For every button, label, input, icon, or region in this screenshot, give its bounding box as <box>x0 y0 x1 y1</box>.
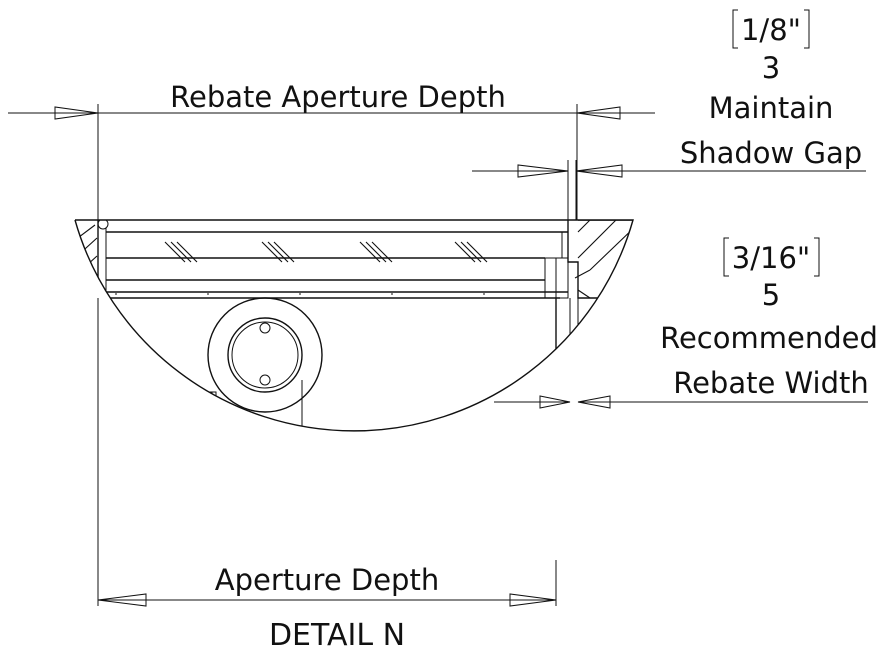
bracket-left-shadow <box>732 9 738 49</box>
aperture-depth-label: Aperture Depth <box>215 563 439 597</box>
detail-title: DETAIL N <box>269 618 405 653</box>
left-frame-hatch <box>75 224 98 293</box>
bracket-right-shadow <box>804 9 810 49</box>
rebate-width-label-line2: Rebate Width <box>673 366 869 400</box>
roller-fitting <box>207 297 323 413</box>
rebate-aperture-depth-dimension <box>8 104 655 220</box>
shadow-gap-dimension <box>472 160 866 220</box>
rebate-width-label-line1: Recommended <box>660 321 878 355</box>
shadow-gap-label-line1: Maintain <box>709 91 834 125</box>
red-mark <box>79 305 89 317</box>
bracket-left-rebate <box>723 237 729 277</box>
rebate-width-imperial: 3/16" <box>732 241 810 275</box>
shadow-gap-metric: 3 <box>762 51 780 85</box>
rebate-width-metric: 5 <box>762 278 780 312</box>
detail-circle-outline <box>74 219 634 432</box>
right-frame-section <box>567 220 633 299</box>
aperture-depth-dimension <box>97 298 557 607</box>
rebate-width-dimension <box>494 395 868 409</box>
shadow-gap-label-line2: Shadow Gap <box>680 136 862 170</box>
rebate-aperture-depth-label: Rebate Aperture Depth <box>170 80 506 114</box>
lower-posts <box>205 380 303 431</box>
seal-bead <box>97 220 109 230</box>
glazing-panel <box>98 231 568 299</box>
shadow-gap-imperial: 1/8" <box>741 13 801 47</box>
left-clip <box>77 303 95 335</box>
bracket-right-rebate <box>814 237 820 277</box>
